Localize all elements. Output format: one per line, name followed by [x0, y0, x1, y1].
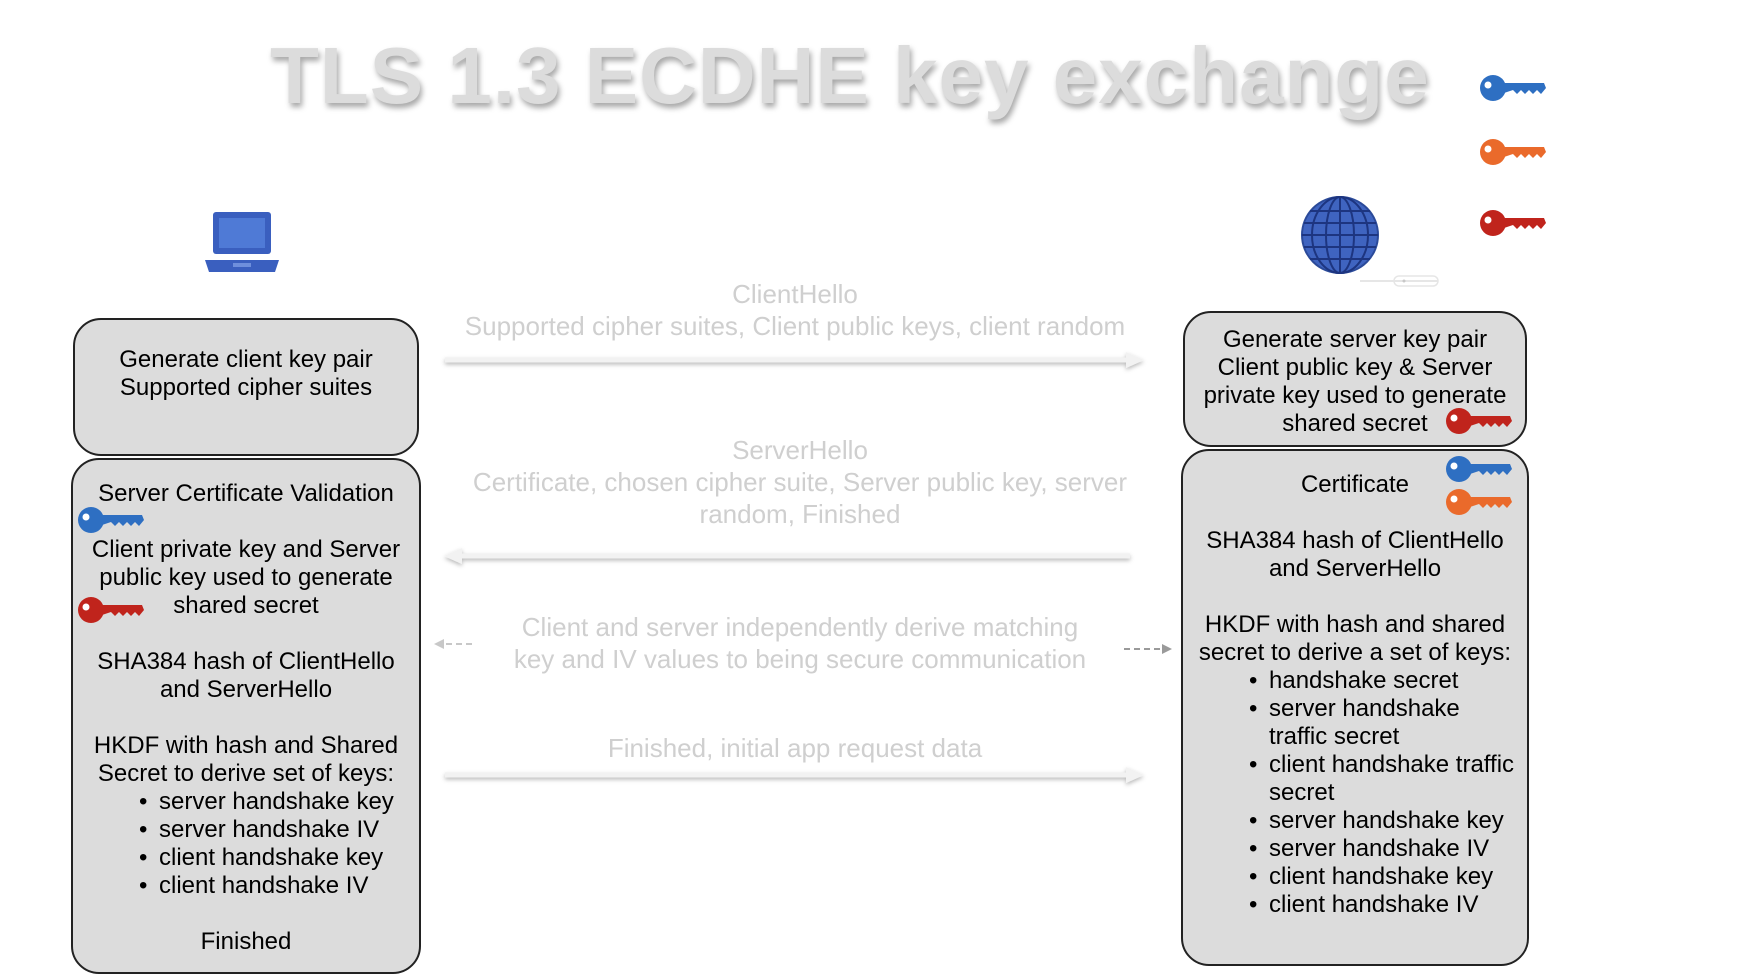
- list-item: handshake secret: [1249, 667, 1517, 695]
- server-hello-message: ServerHello Certificate, chosen cipher s…: [470, 434, 1130, 530]
- server-keygen-line3: private key used to generate: [1203, 382, 1507, 409]
- shared-secret-line1: Client private key and Server: [91, 536, 401, 563]
- client-derived-keys: server handshake key server handshake IV…: [139, 788, 419, 900]
- server-keygen-line2: Client public key & Server: [1217, 354, 1493, 381]
- hash-line2: and ServerHello: [1268, 555, 1442, 582]
- list-item: client handshake traffic secret: [1249, 751, 1517, 807]
- hash-line1: SHA384 hash of ClientHello: [1206, 527, 1504, 554]
- list-item: client handshake IV: [139, 872, 419, 900]
- list-item: client handshake key: [1249, 863, 1517, 891]
- list-item: client handshake IV: [1249, 891, 1517, 919]
- list-item: server handshake traffic secret: [1249, 695, 1469, 751]
- server-hello-detail: Certificate, chosen cipher suite, Server…: [472, 467, 1128, 529]
- hkdf-line2: secret to derive a set of keys:: [1198, 639, 1512, 666]
- finished-arrow: [445, 767, 1144, 783]
- orange-key-icon: [1444, 485, 1512, 519]
- blue-key-icon: [76, 503, 144, 537]
- client-processing-box: Server Certificate Validation Client pri…: [71, 458, 421, 974]
- red-key-icon: [76, 593, 144, 627]
- blue-key-icon: [1444, 452, 1512, 486]
- diagram-title: TLS 1.3 ECDHE key exchange: [270, 31, 1430, 120]
- hash-line1: SHA384 hash of ClientHello: [97, 648, 395, 675]
- client-hello-message: ClientHello Supported cipher suites, Cli…: [450, 278, 1140, 342]
- derive-arrow-right: [1124, 644, 1172, 654]
- laptop-icon: [205, 212, 279, 272]
- hkdf-line2: Secret to derive set of keys:: [97, 760, 395, 787]
- client-hello-arrow: [445, 352, 1144, 368]
- derive-arrow-left: [434, 639, 472, 649]
- hkdf-line1: HKDF with hash and Shared: [93, 732, 399, 759]
- globe-icon: [1301, 196, 1439, 287]
- server-certificate-validation: Server Certificate Validation: [98, 480, 394, 507]
- server-keygen-line1: Generate server key pair: [1222, 326, 1488, 353]
- list-item: server handshake IV: [139, 816, 419, 844]
- list-item: client handshake key: [139, 844, 419, 872]
- server-keygen-line4: shared secret: [1282, 410, 1428, 437]
- client-keygen-line2: Supported cipher suites: [119, 374, 373, 401]
- list-item: server handshake key: [139, 788, 419, 816]
- server-hello-arrow: [444, 548, 1130, 564]
- hkdf-line1: HKDF with hash and shared: [1204, 611, 1506, 638]
- client-keygen-box: Generate client key pair Supported ciphe…: [73, 318, 419, 456]
- client-finished: Finished: [200, 928, 292, 955]
- list-item: server handshake IV: [1249, 835, 1517, 863]
- red-key-icon: [1444, 404, 1512, 438]
- derive-message: Client and server independently derive m…: [513, 612, 1087, 674]
- server-derived-keys: handshake secret server handshake traffi…: [1249, 667, 1517, 919]
- server-processing-box: Certificate SHA384 hash of ClientHello a…: [1181, 449, 1529, 966]
- finished-message: Finished, initial app request data: [607, 733, 983, 763]
- client-hello-detail: Supported cipher suites, Client public k…: [464, 311, 1126, 341]
- shared-secret-line2: public key used to generate: [99, 564, 393, 591]
- client-hello-title: ClientHello: [732, 279, 858, 309]
- shared-secret-line3: shared secret: [173, 592, 319, 619]
- certificate-label: Certificate: [1300, 471, 1410, 498]
- client-keygen-line1: Generate client key pair: [119, 346, 373, 373]
- hash-line2: and ServerHello: [159, 676, 333, 703]
- server-hello-title: ServerHello: [732, 435, 868, 465]
- list-item: server handshake key: [1249, 807, 1517, 835]
